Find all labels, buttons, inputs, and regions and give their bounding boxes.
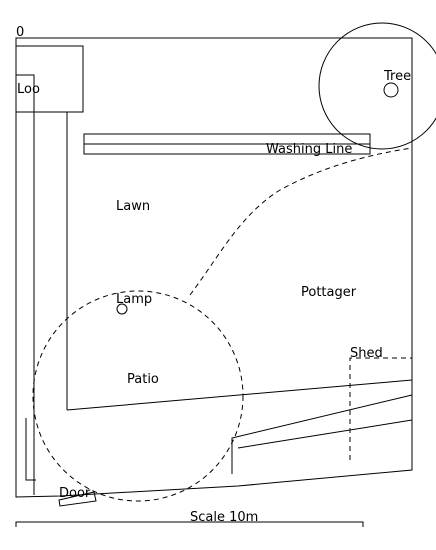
pottager-boundary xyxy=(189,147,413,296)
lower-bed-edge xyxy=(237,419,413,449)
tree-trunk-icon xyxy=(383,82,399,98)
pottager-label: Pottager xyxy=(301,285,357,300)
tree-label: Tree xyxy=(383,69,411,84)
tree-canopy xyxy=(318,22,436,150)
origin-label: 0 xyxy=(16,25,24,40)
patio-label: Patio xyxy=(127,372,159,387)
patio-edge xyxy=(66,379,413,411)
lamp-label: Lamp xyxy=(116,292,152,307)
loo-outline xyxy=(15,45,84,113)
lower-bed-step xyxy=(231,394,413,474)
patio-circle xyxy=(32,290,244,502)
washing-line-label: Washing Line xyxy=(266,142,352,157)
garden-boundary xyxy=(15,37,413,498)
shed-outline xyxy=(349,357,412,460)
door-icon xyxy=(58,491,97,507)
scale-label: Scale 10m xyxy=(190,510,258,525)
door-label: Door xyxy=(59,486,91,501)
loo-label: Loo xyxy=(17,82,40,97)
loo-inner xyxy=(15,74,35,113)
gate-post xyxy=(25,418,36,481)
scale-bar xyxy=(15,521,364,527)
shed-label: Shed xyxy=(350,346,383,361)
lamp-icon xyxy=(116,303,128,315)
lawn-label: Lawn xyxy=(116,199,150,214)
